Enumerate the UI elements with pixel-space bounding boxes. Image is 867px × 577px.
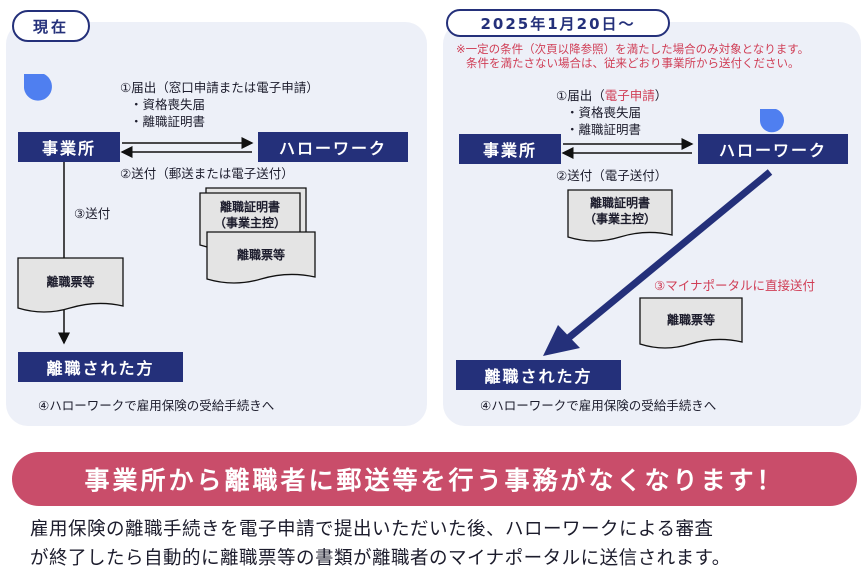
right-cert-line-2: （事業主控）	[583, 212, 656, 226]
left-step4-text: ④ハローワークで雇用保険の受給手続きへ	[38, 398, 275, 413]
right-step2-text: ②送付（電子送付）	[556, 168, 668, 183]
mynaportal-arrow-head	[543, 325, 580, 356]
right-cert-doc	[567, 189, 673, 242]
left-cert-line-1: 離職証明書	[219, 200, 280, 214]
right-step1-item-1: ・資格喪失届	[566, 105, 642, 120]
right-step1-item-2: ・離職証明書	[566, 122, 642, 137]
left-drop-icon	[24, 74, 52, 101]
right-step1-text: ①届出（電子申請）	[556, 88, 667, 103]
right-note-line-2: 条件を満たさない場合は、従来どおり事業所から送付ください。	[466, 56, 800, 70]
left-slip-doc	[206, 231, 316, 284]
body-text-line-2: が終了したら自動的に離職票等の書類が離職者のマイナポータルに送信されます。	[30, 548, 731, 569]
left-cert-doc-label: 離職証明書 （事業主控）	[200, 193, 300, 237]
right-hellowork-box: ハローワーク	[698, 134, 848, 164]
left-step2-text: ②送付（郵送または電子送付）	[120, 166, 294, 181]
right-step4-text: ④ハローワークで雇用保険の受給手続きへ	[480, 398, 717, 413]
right-cert-doc-label: 離職証明書 （事業主控）	[568, 190, 672, 232]
headline-banner: 事業所から離職者に郵送等を行う事務がなくなります！	[12, 452, 857, 506]
left-step1-text: ①届出（窓口申請または電子申請）	[120, 80, 319, 95]
right-step1-highlight: 電子申請	[604, 88, 655, 103]
right-step1-prefix: ①届出（	[556, 88, 605, 103]
left-cert-line-2: （事業主控）	[213, 216, 286, 230]
right-step3-text: ③マイナポータルに直接送付	[654, 278, 815, 293]
right-slip-doc	[639, 297, 743, 349]
body-text-line-1: 雇用保険の離職手続きを電子申請で提出いただいた後、ハローワークによる審査	[30, 519, 714, 540]
left-step1-item-1: ・資格喪失届	[130, 97, 206, 112]
left-hellowork-box: ハローワーク	[258, 132, 408, 162]
current-tab-label: 現在	[12, 10, 90, 42]
right-person-box: 離職された方	[456, 360, 621, 390]
left-step1-item-2: ・離職証明書	[130, 114, 206, 129]
left-step3-text: ③送付	[74, 206, 111, 221]
right-office-box: 事業所	[459, 134, 561, 164]
left-slip-doc-label: 離職票等	[236, 248, 285, 262]
right-cert-line-1: 離職証明書	[589, 196, 650, 210]
left-person-box: 離職された方	[18, 352, 183, 382]
left-office-slip-doc-label: 離職票等	[46, 275, 95, 289]
right-drop-icon	[760, 109, 784, 133]
left-office-box: 事業所	[18, 132, 120, 162]
right-slip-doc-label: 離職票等	[666, 313, 715, 327]
left-office-slip-doc	[17, 257, 124, 313]
start-date-tab-label: 2025年1月20日～	[446, 9, 670, 37]
right-note-line-1: ※一定の条件（次頁以降参照）を満たした場合のみ対象となります。	[456, 42, 810, 56]
mynaportal-direct-arrow	[563, 169, 773, 343]
right-step1-suffix: ）	[654, 88, 668, 103]
